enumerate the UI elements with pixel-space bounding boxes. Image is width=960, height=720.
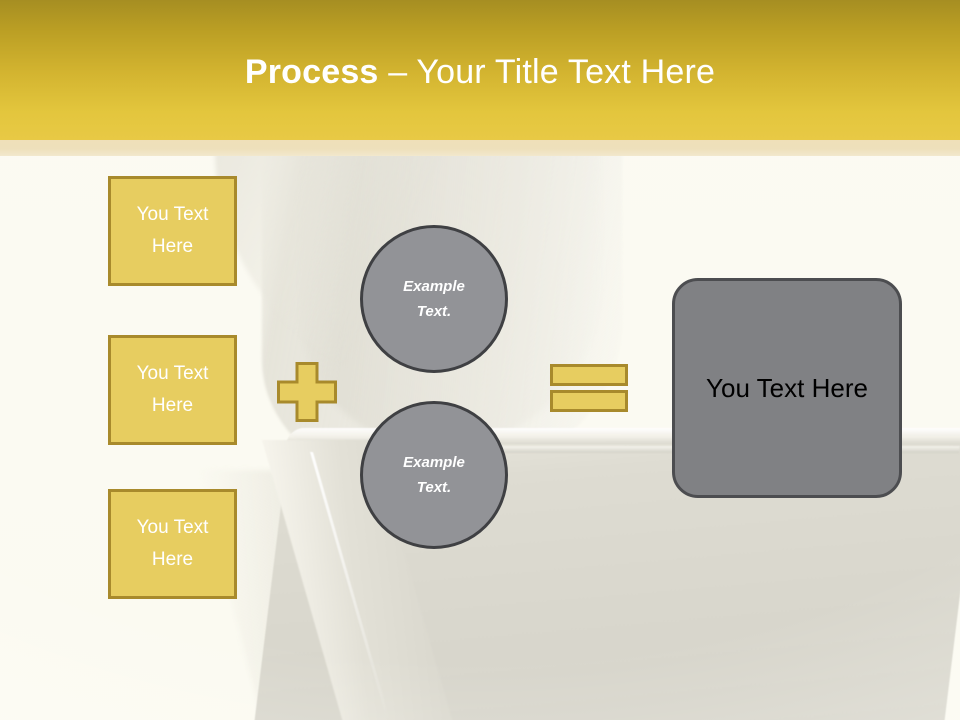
result-box-label: You Text Here (706, 372, 868, 403)
result-box[interactable]: You Text Here (672, 278, 902, 498)
page-title-bold: Process (244, 53, 379, 91)
slide-header: Process – Your Title Text Here (0, 0, 960, 140)
equals-icon-bar-bottom (550, 390, 628, 412)
header-accent-band (0, 140, 960, 156)
equals-icon-bar-top (550, 364, 628, 386)
plus-icon (277, 362, 337, 422)
page-title-rest: – Your Title Text Here (378, 53, 716, 91)
page-title: Process – Your Title Text Here (0, 50, 960, 94)
